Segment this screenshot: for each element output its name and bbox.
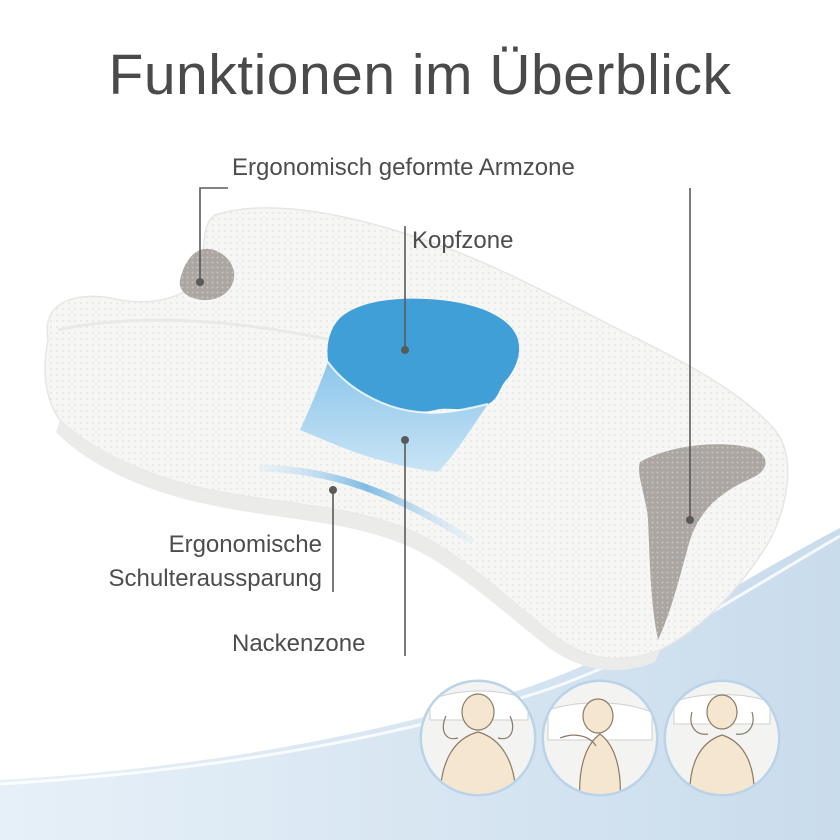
right-arm-zone	[639, 444, 766, 640]
dot-schulter	[329, 486, 337, 494]
thumbnail-side-sleeping	[541, 679, 659, 797]
label-schulter-line1: Ergonomische	[168, 531, 322, 558]
thumbnail-back-sleeping	[419, 679, 537, 797]
dot-armzone-right	[686, 516, 694, 524]
label-nackenzone: Nackenzone	[232, 630, 366, 657]
thumbnail-stomach-sleeping	[663, 679, 781, 797]
neck-zone	[300, 362, 488, 472]
label-schulter-line2: Schulteraussparung	[108, 565, 322, 592]
left-arm-zone	[179, 248, 235, 300]
label-armzone: Ergonomisch geformte Armzone	[232, 154, 575, 181]
label-kopfzone: Kopfzone	[412, 227, 514, 254]
page-title: Funktionen im Überblick	[108, 43, 732, 107]
head-zone	[327, 298, 520, 413]
leader-armzone	[199, 187, 228, 282]
pillow-front-shadow	[56, 420, 660, 671]
dot-kopfzone	[401, 346, 409, 354]
dot-nackenzone	[401, 436, 409, 444]
neck-zone-edge	[327, 361, 489, 414]
shoulder-curve	[258, 464, 474, 544]
dot-armzone-left	[196, 278, 204, 286]
